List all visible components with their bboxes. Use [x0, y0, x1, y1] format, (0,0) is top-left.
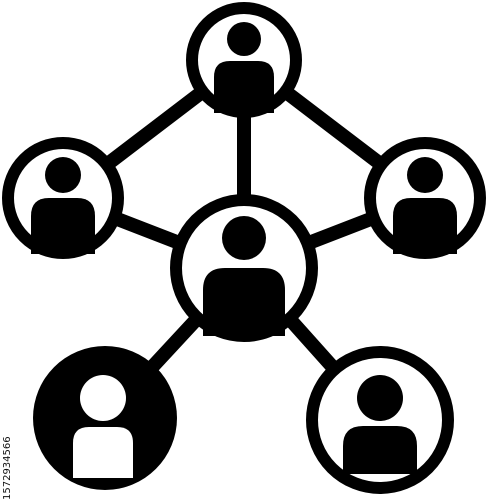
center-person-head-icon	[222, 216, 266, 260]
top-person-node	[186, 2, 302, 118]
bottom-right-person-node	[306, 346, 454, 494]
right-person-node	[364, 137, 486, 259]
right-person-body-icon	[393, 198, 457, 254]
top-person-head-icon	[227, 22, 261, 56]
bottom-left-person-head-icon	[80, 375, 126, 421]
bottom-right-person-head-icon	[357, 375, 403, 421]
center-person-body-icon	[203, 268, 285, 336]
stock-id-label: 1572934566	[2, 436, 13, 500]
left-person-body-icon	[31, 198, 95, 254]
left-person-node	[2, 137, 124, 259]
bottom-left-person-body-icon	[73, 427, 133, 478]
bottom-right-person-body-icon	[343, 426, 417, 474]
center-person-node	[170, 194, 318, 342]
right-person-head-icon	[407, 157, 443, 193]
top-person-body-icon	[214, 61, 274, 113]
bottom-left-person-node	[33, 346, 177, 490]
left-person-head-icon	[45, 157, 81, 193]
